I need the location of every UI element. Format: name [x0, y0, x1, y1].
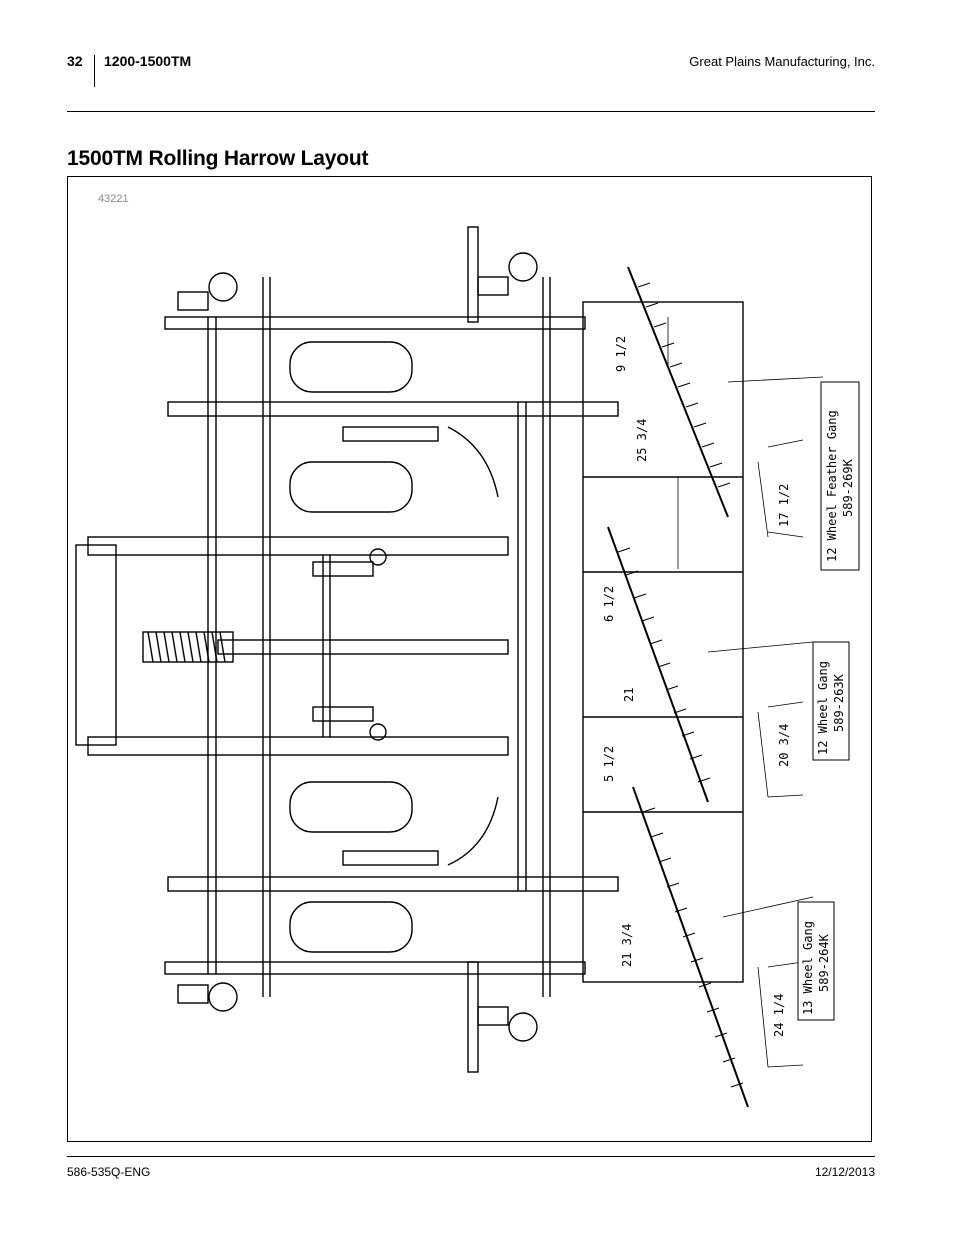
dimension-label: 20 3/4: [777, 724, 791, 767]
callout-line1: 12 Wheel Feather Gang: [825, 410, 839, 562]
tines-center: [617, 547, 711, 783]
callout-line1: 12 Wheel Gang: [816, 661, 830, 755]
center-beam-mid: [217, 639, 509, 655]
figure-id: 43221: [98, 193, 129, 205]
dimension-label: 21 3/4: [620, 924, 634, 967]
dimension-label: 24 1/4: [772, 994, 786, 1037]
header-model: 1200-1500TM: [104, 53, 192, 69]
dimension-label: 9 1/2: [614, 336, 628, 372]
harrow-frame: [582, 301, 744, 983]
hitch-frame: [75, 544, 117, 746]
callout-center-gang: 12 Wheel Gang 589-263K: [812, 641, 850, 761]
callout-line2: 589-263K: [832, 673, 846, 732]
frame-rail-bottom: [164, 961, 586, 975]
header-company: Great Plains Manufacturing, Inc.: [689, 54, 875, 69]
header-rule: [67, 111, 875, 112]
tire-3: [289, 781, 413, 833]
callout-line2: 589-269K: [841, 458, 855, 517]
dimension-label: 6 1/2: [602, 586, 616, 622]
tines-13-wheel: [642, 807, 744, 1088]
strut-top: [467, 226, 479, 323]
tire-4: [289, 901, 413, 953]
toolbar-bottom: [167, 876, 619, 892]
footer-doc-number: 586-535Q-ENG: [67, 1165, 151, 1179]
figure-frame: [67, 176, 872, 1142]
strut-bottom: [467, 961, 479, 1073]
footer-date: 12/12/2013: [814, 1165, 875, 1179]
gang-feather: [627, 266, 729, 518]
harrow-layout-drawing: 9 1/2 25 3/4 17 1/2 6 1/2 21 5 1/2 20 3/…: [75, 226, 860, 1108]
dimension-label: 17 1/2: [777, 484, 791, 527]
callout-feather-gang: 12 Wheel Feather Gang 589-269K: [820, 381, 860, 571]
tines-feather: [637, 282, 731, 488]
page-number: 32: [67, 53, 83, 69]
cylinder-bottom: [342, 850, 439, 866]
header-divider: [94, 55, 95, 87]
cylinder-top: [342, 426, 439, 442]
dimension-label: 21: [622, 688, 636, 702]
dimension-label: 5 1/2: [602, 746, 616, 782]
callout-13-wheel-gang: 13 Wheel Gang 589-264K: [797, 901, 835, 1021]
page-title: 1500TM Rolling Harrow Layout: [67, 147, 369, 170]
tire-1: [289, 341, 413, 393]
frame-rail-top: [164, 316, 586, 330]
toolbar-top: [167, 401, 619, 417]
gang-13-wheel: [632, 786, 749, 1108]
gang-center: [607, 526, 709, 803]
callout-line2: 589-264K: [817, 933, 831, 992]
center-beam-lower: [87, 736, 509, 756]
dimension-label: 25 3/4: [635, 419, 649, 462]
tire-2: [289, 461, 413, 513]
center-beam-upper: [87, 536, 509, 556]
footer-rule: [67, 1156, 875, 1157]
callout-line1: 13 Wheel Gang: [801, 921, 815, 1015]
